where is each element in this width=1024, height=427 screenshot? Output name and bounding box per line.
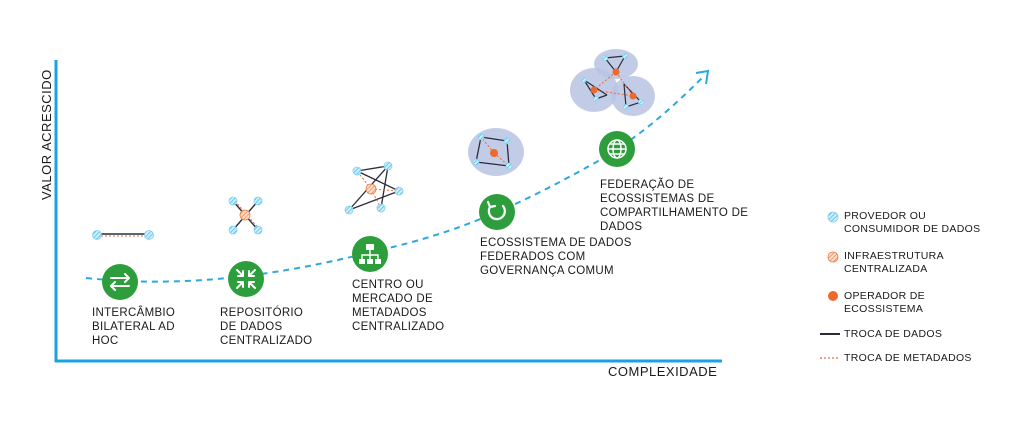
- stage-5-network: [570, 49, 655, 116]
- stage-2-label: REPOSITÓRIO DE DADOS CENTRALIZADO: [220, 306, 312, 348]
- legend-label-infrastructure: INFRAESTRUTURA CENTRALIZADA: [844, 250, 974, 276]
- stage-3-network: [345, 162, 403, 214]
- legend-item-operator: OPERADOR DE ECOSSISTEMA: [818, 290, 954, 316]
- x-axis-label: COMPLEXIDADE: [608, 365, 717, 379]
- stage-5-badge: [599, 131, 635, 167]
- legend-label-data-exchange: TROCA DE DADOS: [844, 328, 1004, 341]
- legend-item-metadata-exchange: TROCA DE METADADOS: [818, 352, 1004, 365]
- stage-2-network: [229, 197, 262, 234]
- stage-5-label: FEDERAÇÃO DE ECOSSISTEMAS DE COMPARTILHA…: [600, 178, 790, 234]
- stage-3-badge: [352, 236, 388, 272]
- stage-4-network: [468, 128, 524, 176]
- y-axis-label: VALOR ACRESCIDO: [40, 60, 58, 200]
- legend-label-metadata-exchange: TROCA DE METADADOS: [844, 352, 1004, 365]
- stage-2-badge: [228, 261, 264, 297]
- legend-label-provider: PROVEDOR OU CONSUMIDOR DE DADOS: [844, 210, 984, 236]
- stage-4-badge: [479, 194, 515, 230]
- stage-1-badge: [102, 264, 138, 300]
- legend-item-data-exchange: TROCA DE DADOS: [818, 328, 1004, 341]
- stage-1-label: INTERCÂMBIO BILATERAL AD HOC: [92, 306, 184, 348]
- legend-item-provider: PROVEDOR OU CONSUMIDOR DE DADOS: [818, 210, 984, 236]
- stage-3-label: CENTRO OU MERCADO DE METADADOS CENTRALIZ…: [352, 278, 482, 334]
- stage-1-network: [93, 231, 154, 240]
- stage-4-label: ECOSSISTEMA DE DADOS FEDERADOS COM GOVER…: [480, 236, 670, 278]
- legend-item-infrastructure: INFRAESTRUTURA CENTRALIZADA: [818, 250, 974, 276]
- legend-label-operator: OPERADOR DE ECOSSISTEMA: [844, 290, 954, 316]
